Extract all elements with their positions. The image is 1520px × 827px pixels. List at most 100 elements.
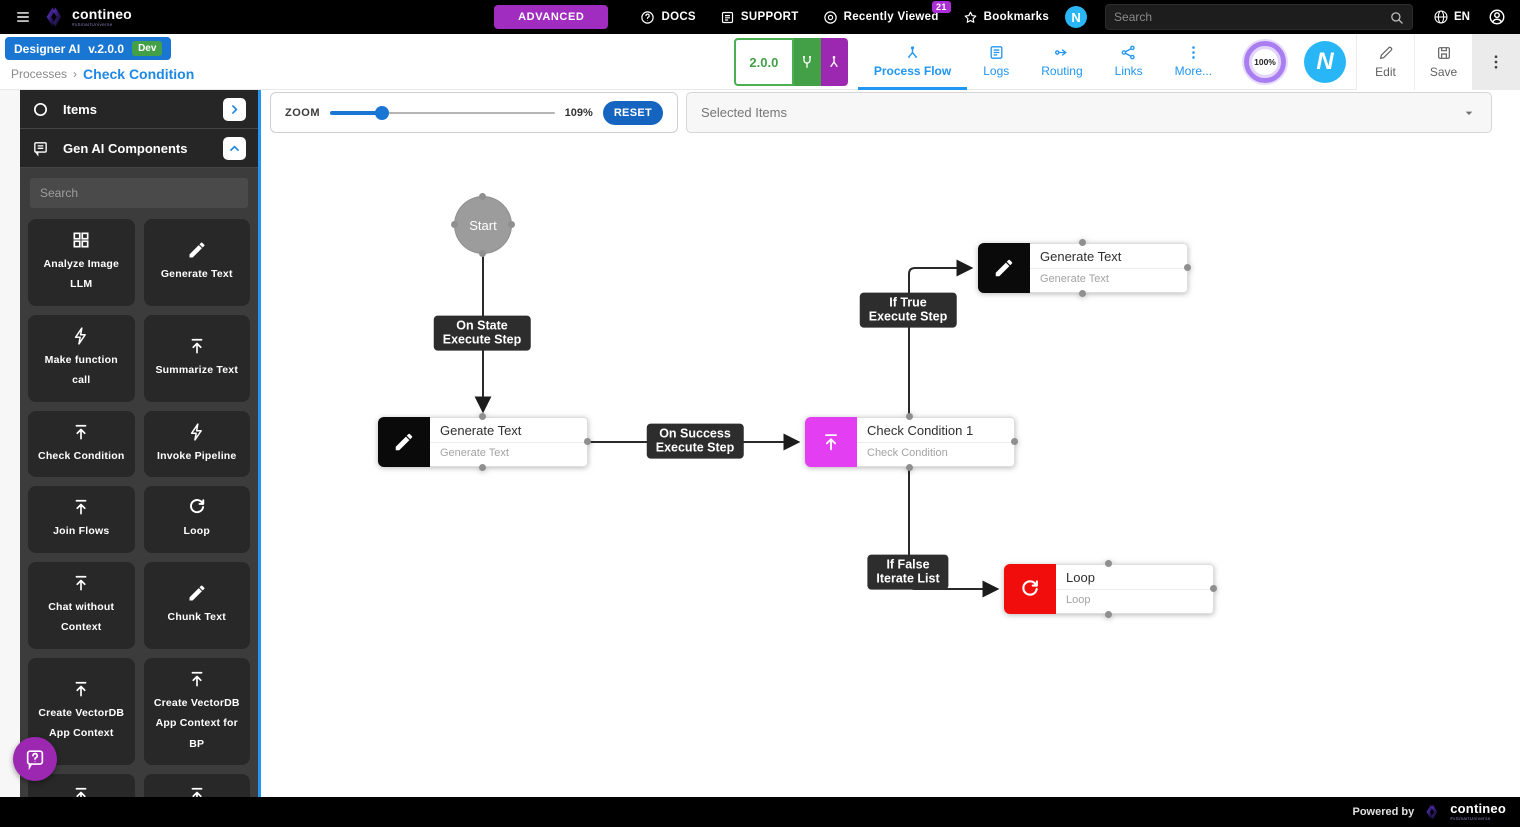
tab-logs[interactable]: Logs — [967, 34, 1025, 90]
connection-port[interactable] — [508, 221, 515, 228]
connection-port[interactable] — [906, 464, 913, 471]
sidebar-section-gen-ai-components[interactable]: Gen AI Components — [20, 129, 258, 168]
zoom-slider[interactable] — [330, 105, 555, 120]
component-analyze-image-llm[interactable]: Analyze Image LLM — [28, 219, 135, 306]
flow-canvas[interactable]: ZOOM 109% RESET Selected Items — [261, 90, 1520, 797]
upload-icon — [71, 573, 91, 593]
selected-items-dropdown[interactable]: Selected Items — [686, 92, 1492, 133]
sidebar-section-toggle[interactable] — [223, 97, 246, 121]
component-make-function-call[interactable]: Make function call — [28, 314, 135, 402]
language-selector[interactable]: EN — [1433, 9, 1470, 25]
connection-port[interactable] — [479, 250, 486, 257]
brand-logo[interactable]: contineo #xSmartUniverse — [42, 5, 132, 29]
component-chunk-text[interactable]: Chunk Text — [143, 561, 250, 649]
menu-item-label: Bookmarks — [983, 11, 1050, 23]
component-join-flows[interactable]: Join Flows — [28, 486, 135, 553]
account-icon[interactable] — [1488, 8, 1506, 26]
connection-port[interactable] — [1079, 290, 1086, 297]
zoom-reset-button[interactable]: RESET — [602, 100, 663, 125]
zoom-panel: ZOOM 109% RESET — [270, 92, 678, 133]
menu-item-bookmarks[interactable]: Bookmarks — [963, 10, 1049, 25]
connection-port[interactable] — [584, 438, 591, 445]
logs-icon — [988, 44, 1005, 61]
connection-port[interactable] — [1184, 264, 1191, 271]
help-fab-button[interactable] — [13, 737, 57, 781]
connection-port[interactable] — [451, 221, 458, 228]
sidebar-section-label: Gen AI Components — [63, 140, 188, 156]
footer-brand-tagline: #xSmartUniverse — [1450, 816, 1491, 822]
node-start[interactable]: Start — [451, 193, 515, 257]
breadcrumb-parent[interactable]: Processes — [11, 67, 68, 81]
menu-item-support[interactable]: SUPPORT — [720, 10, 799, 25]
tab-label: Routing — [1041, 63, 1083, 78]
connection-port[interactable] — [906, 413, 913, 420]
connection-port[interactable] — [1079, 239, 1086, 246]
circle-icon — [32, 101, 49, 118]
component-check-condition[interactable]: Check Condition — [28, 410, 135, 478]
sidebar-search-input[interactable] — [30, 178, 248, 208]
edit-button[interactable]: Edit — [1356, 34, 1414, 90]
n-product-logo[interactable]: N — [1304, 41, 1346, 83]
component-summarize-text[interactable]: Summarize Text — [143, 314, 250, 402]
sidebar-section-toggle[interactable] — [223, 136, 246, 160]
node-title: Check Condition 1 — [857, 418, 1014, 443]
menu-item-label: DOCS — [661, 11, 696, 23]
save-button[interactable]: Save — [1414, 34, 1472, 90]
global-search[interactable] — [1105, 4, 1414, 30]
zoom-slider-handle[interactable] — [374, 105, 389, 120]
upload-icon — [187, 669, 207, 689]
connection-port[interactable] — [1105, 560, 1112, 567]
tab-label: Links — [1114, 63, 1143, 78]
version-selector: 2.0.0 — [733, 38, 848, 86]
hamburger-menu-icon[interactable] — [14, 10, 32, 24]
branch-button[interactable] — [793, 38, 821, 86]
component-loop[interactable]: Loop — [143, 486, 250, 553]
component-generate-text[interactable]: Generate Text — [143, 219, 250, 306]
component-create-or-update-app-collection[interactable]: Create or Update App Collection — [143, 774, 250, 797]
connection-port[interactable] — [1210, 585, 1217, 592]
advanced-button[interactable]: ADVANCED — [494, 5, 609, 29]
component-label: Chat without Context — [48, 600, 115, 634]
tab-process-flow[interactable]: Process Flow — [857, 34, 968, 90]
connection-port[interactable] — [479, 464, 486, 471]
edge-label-line1: On State — [456, 318, 508, 333]
component-label: Analyze Image LLM — [43, 258, 120, 291]
connection-port[interactable] — [1011, 438, 1018, 445]
connection-port[interactable] — [479, 413, 486, 420]
tab-links[interactable]: Links — [1099, 34, 1159, 90]
sidebar-section-items[interactable]: Items — [20, 90, 258, 129]
component-chat-without-context[interactable]: Chat without Context — [28, 561, 135, 649]
component-create-vectordb-app-context-for-bp[interactable]: Create VectorDB App Context for BP — [143, 657, 250, 766]
menu-item-docs[interactable]: DOCS — [640, 10, 696, 25]
more-options-button[interactable] — [1472, 34, 1520, 90]
version-value[interactable]: 2.0.0 — [733, 38, 794, 86]
tab-routing[interactable]: Routing — [1025, 34, 1098, 90]
search-input[interactable] — [1114, 10, 1390, 24]
tab-more[interactable]: More... — [1159, 34, 1228, 90]
support-icon — [720, 10, 735, 25]
search-icon[interactable] — [1389, 10, 1404, 25]
connection-port[interactable] — [479, 193, 486, 200]
breadcrumb-current[interactable]: Check Condition — [83, 66, 195, 82]
n-app-chip[interactable]: N — [1065, 6, 1088, 28]
component-invoke-pipeline[interactable]: Invoke Pipeline — [143, 410, 250, 478]
connection-port[interactable] — [1105, 611, 1112, 618]
language-label: EN — [1454, 11, 1470, 23]
sidebar-canvas-divider[interactable] — [258, 90, 261, 797]
product-badge[interactable]: Designer AI v.2.0.0 Dev — [5, 37, 172, 60]
chevron-up-icon — [228, 142, 241, 155]
component-create-vectordb-context[interactable]: Create VectorDB Context — [28, 774, 135, 797]
selected-items-label: Selected Items — [701, 105, 787, 120]
merge-button[interactable] — [820, 38, 848, 86]
